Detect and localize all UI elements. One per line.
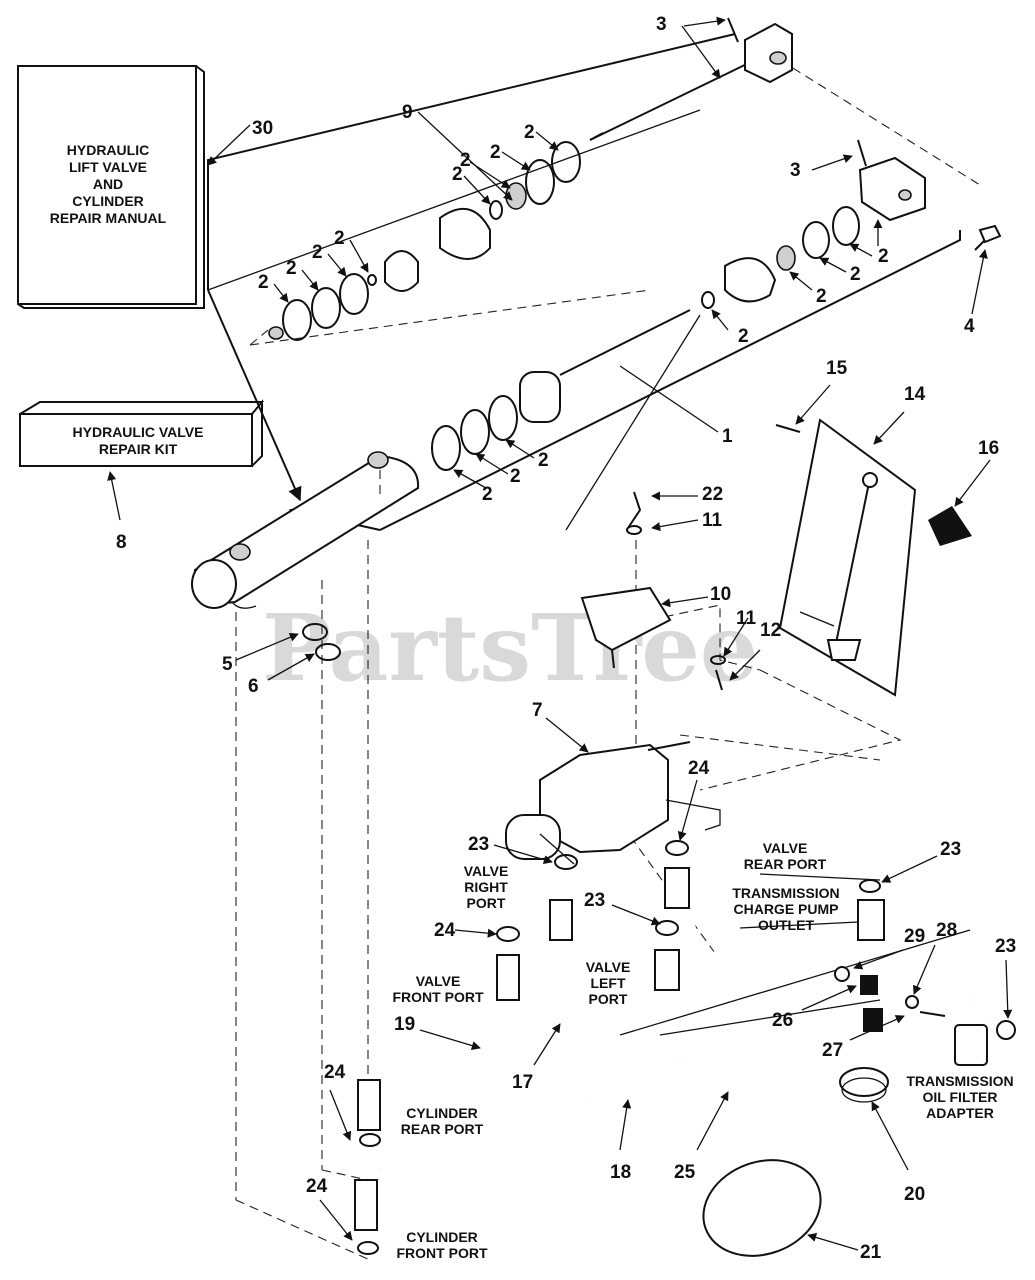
callout-20: 20 — [904, 1184, 925, 1205]
callout-24-c: 24 — [324, 1062, 346, 1083]
callout-2-g: 2 — [490, 142, 501, 163]
valve-right-port-line-2: RIGHT — [464, 879, 508, 895]
watermark: PartsTree — [262, 594, 758, 702]
callout-1: 1 — [722, 426, 733, 447]
callout-27: 27 — [822, 1040, 843, 1061]
manual-line-1: HYDRAULIC — [67, 142, 149, 158]
callout-2-l: 2 — [878, 246, 889, 267]
leader-lines — [107, 16, 1013, 1251]
cylinder-front-port-line-2: FRONT PORT — [397, 1245, 488, 1261]
callout-2-a: 2 — [258, 272, 269, 293]
seal-callouts: 2 2 2 2 2 2 2 2 2 2 2 2 2 2 2 — [258, 122, 889, 505]
callout-26: 26 — [772, 1010, 793, 1031]
callout-18: 18 — [610, 1162, 631, 1183]
callout-2-e: 2 — [452, 164, 463, 185]
valve-front-port-line-1: VALVE — [416, 973, 461, 989]
callout-14: 14 — [904, 384, 926, 405]
callout-4: 4 — [964, 316, 975, 337]
seals-and-o-rings — [268, 141, 860, 661]
callout-2-o: 2 — [538, 450, 549, 471]
valve-front-port-line-2: FRONT PORT — [393, 989, 484, 1005]
callout-24-d: 24 — [306, 1176, 328, 1197]
cylinder-rear-port-line-1: CYLINDER — [406, 1105, 478, 1121]
callout-2-h: 2 — [524, 122, 535, 143]
upper-rod-assembly — [519, 17, 1002, 531]
hose-fittings — [354, 840, 1016, 1255]
control-lever — [775, 418, 972, 697]
cylinder-barrel — [191, 451, 420, 609]
valve-rear-port-line-2: REAR PORT — [744, 856, 827, 872]
kit-bracket — [207, 33, 961, 531]
oil-filter-adapter-line-2: OIL FILTER — [923, 1089, 998, 1105]
hose-clamp — [839, 1067, 889, 1103]
callout-9: 9 — [402, 102, 413, 123]
repair-kit-box: HYDRAULIC VALVE REPAIR KIT — [19, 399, 265, 467]
valve-right-port-line-1: VALVE — [464, 863, 509, 879]
valve-left-port-line-3: PORT — [589, 991, 628, 1007]
callout-30: 30 — [252, 118, 273, 139]
callout-22: 22 — [702, 484, 723, 505]
manual-line-3: AND — [93, 176, 123, 192]
callout-numbers: 3 3 4 30 9 8 1 5 6 7 22 11 10 11 12 15 1… — [116, 14, 1016, 1263]
callout-21: 21 — [860, 1242, 882, 1263]
oil-filter-adapter-line-1: TRANSMISSION — [906, 1073, 1013, 1089]
callout-24-a: 24 — [688, 758, 710, 779]
seal-leaders — [273, 131, 883, 489]
repair-manual: HYDRAULIC LIFT VALVE AND CYLINDER REPAIR… — [17, 65, 205, 309]
callout-19: 19 — [394, 1014, 415, 1035]
valve-left-port-line-1: VALVE — [586, 959, 631, 975]
callout-23-b: 23 — [584, 890, 605, 911]
callout-2-n: 2 — [510, 466, 521, 487]
callout-25: 25 — [674, 1162, 696, 1183]
callout-2-f: 2 — [460, 150, 471, 171]
callout-8: 8 — [116, 532, 127, 553]
callout-24-b: 24 — [434, 920, 456, 941]
callout-5: 5 — [222, 654, 233, 675]
kit-line-2: REPAIR KIT — [99, 441, 178, 457]
callout-7: 7 — [532, 700, 543, 721]
callout-23-d: 23 — [995, 936, 1016, 957]
callout-10: 10 — [710, 584, 731, 605]
charge-pump-outlet-line-1: TRANSMISSION — [732, 885, 839, 901]
callout-6: 6 — [248, 676, 259, 697]
callout-15: 15 — [826, 358, 848, 379]
callout-29: 29 — [904, 926, 925, 947]
callout-23-a: 23 — [468, 834, 489, 855]
valve-body — [505, 741, 721, 860]
callout-16: 16 — [978, 438, 999, 459]
callout-2-j: 2 — [816, 286, 827, 307]
cylinder-front-port-line-1: CYLINDER — [406, 1229, 478, 1245]
callout-2-b: 2 — [286, 258, 297, 279]
callout-2-i: 2 — [738, 326, 749, 347]
callout-23-c: 23 — [940, 839, 961, 860]
kit-line-1: HYDRAULIC VALVE — [73, 424, 204, 440]
callout-11-top: 11 — [702, 510, 723, 531]
charge-pump-outlet-line-3: OUTLET — [758, 917, 814, 933]
oil-filter-adapter-line-3: ADAPTER — [926, 1105, 994, 1121]
manual-line-5: REPAIR MANUAL — [50, 210, 167, 226]
callout-2-c: 2 — [312, 242, 323, 263]
callout-3-right: 3 — [790, 160, 801, 181]
callout-12: 12 — [760, 620, 781, 641]
manual-line-4: CYLINDER — [72, 193, 144, 209]
valve-left-port-line-2: LEFT — [591, 975, 626, 991]
port-labels: VALVE REAR PORT VALVE RIGHT PORT TRANSMI… — [393, 840, 1014, 1261]
cylinder-rear-port-line-2: REAR PORT — [401, 1121, 484, 1137]
charge-pump-outlet-line-2: CHARGE PUMP — [733, 901, 838, 917]
valve-right-port-line-3: PORT — [467, 895, 506, 911]
callout-17: 17 — [512, 1072, 533, 1093]
callout-2-d: 2 — [334, 228, 345, 249]
valve-mounting-bracket — [580, 491, 726, 691]
valve-rear-port-line-1: VALVE — [763, 840, 808, 856]
callout-2-k: 2 — [850, 264, 861, 285]
callout-2-m: 2 — [482, 484, 493, 505]
callout-11-bottom: 11 — [736, 608, 757, 629]
manual-line-2: LIFT VALVE — [69, 159, 147, 175]
callout-3-top: 3 — [656, 14, 667, 35]
callout-28: 28 — [936, 920, 957, 941]
filter-seal-ring — [702, 1159, 822, 1257]
